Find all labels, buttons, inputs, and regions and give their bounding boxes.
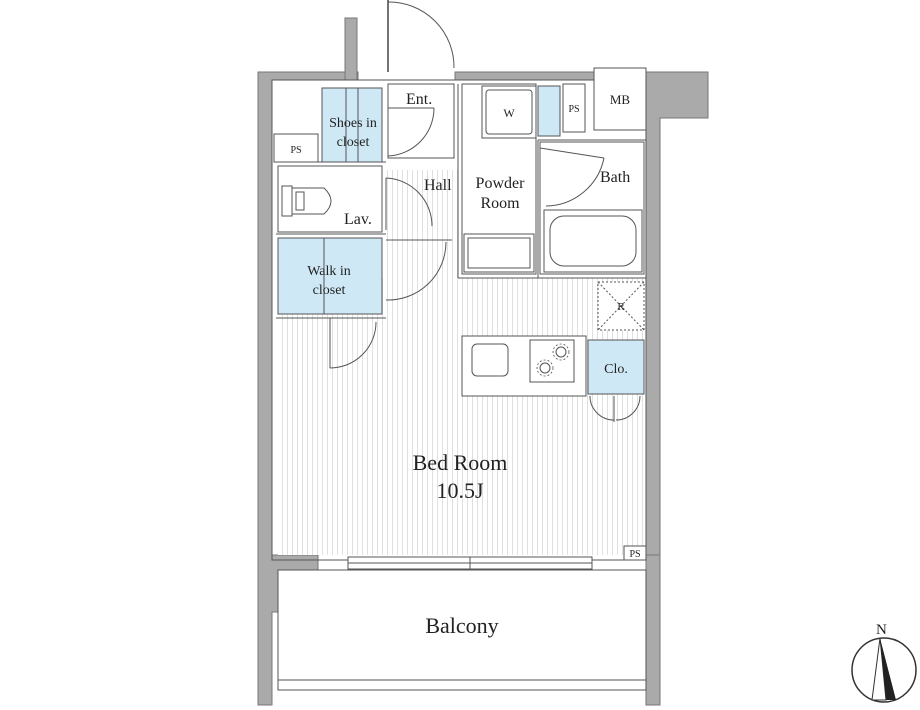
lavatory	[277, 165, 383, 233]
washer-label: W	[503, 106, 515, 120]
bed-room-label: Bed Room	[413, 450, 508, 475]
bath-label: Bath	[600, 169, 630, 186]
entrance-label: Ent.	[406, 91, 432, 108]
entrance-door[interactable]	[387, 0, 455, 72]
bed-room-size: 10.5J	[436, 478, 484, 503]
ps-left-box	[273, 133, 319, 163]
balcony-window[interactable]	[347, 556, 593, 570]
powder-room-label-line2: Room	[480, 195, 520, 212]
shoes-closet-label-line1: Shoes in	[329, 116, 377, 131]
shoes-closet[interactable]	[321, 87, 383, 163]
washer	[481, 85, 537, 139]
refrigerator-space	[597, 281, 645, 331]
lavatory-label: Lav.	[344, 211, 372, 228]
walk-in-closet-label-line1: Walk in	[307, 264, 351, 279]
refrigerator-label: R	[617, 301, 625, 313]
ps-top-box	[562, 83, 586, 133]
kitchen-counter	[461, 335, 587, 397]
ps-bottom-label: PS	[629, 549, 640, 560]
stove-burner-2	[552, 343, 570, 361]
linen-storage[interactable]	[537, 85, 561, 137]
walk-in-closet-door[interactable]	[329, 318, 377, 369]
entrance-floor	[387, 83, 455, 159]
walk-in-closet-label-line2: closet	[313, 283, 346, 298]
mb-label: MB	[610, 92, 631, 107]
clo-label: Clo.	[604, 362, 628, 377]
entrance-inner-door[interactable]	[387, 107, 435, 157]
hall-door[interactable]	[385, 239, 452, 301]
hall-label: Hall	[424, 177, 452, 194]
shoes-closet-label-line2: closet	[337, 135, 370, 150]
powder-room-label-line1: Powder	[476, 175, 526, 192]
compass-north-label: N	[876, 622, 887, 638]
stove-burner-1	[536, 359, 554, 377]
bath-door[interactable]	[539, 147, 605, 207]
vanity-sink	[463, 233, 535, 273]
ps-top-label: PS	[568, 104, 579, 115]
balcony-label: Balcony	[425, 613, 498, 638]
ps-bottom-box	[623, 545, 647, 561]
north-compass-icon	[851, 637, 917, 703]
bed-room-floor	[278, 278, 646, 555]
walk-in-closet[interactable]	[277, 237, 383, 315]
clo-closet[interactable]	[587, 339, 645, 395]
mb-box	[593, 67, 647, 131]
clo-doors[interactable]	[589, 395, 641, 422]
hall-floor	[386, 170, 458, 280]
lavatory-door[interactable]	[385, 177, 433, 230]
balcony	[277, 569, 647, 691]
bathtub	[543, 209, 643, 273]
ps-left-label: PS	[290, 145, 301, 156]
